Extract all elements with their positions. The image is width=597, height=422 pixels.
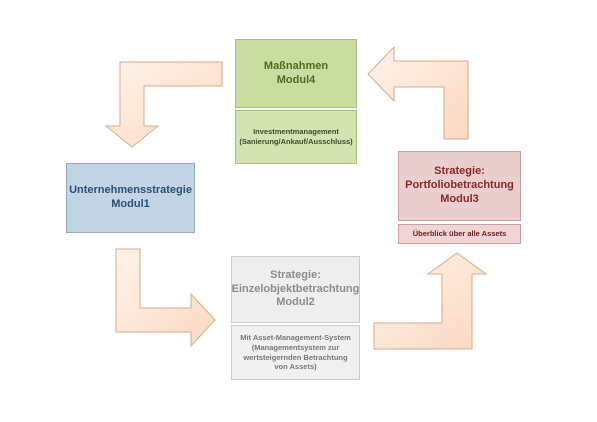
modul4-box: Maßnahmen Modul4 [235, 39, 357, 108]
modul1-box: Unternehmensstrategie Modul1 [66, 163, 195, 233]
modul4-detail-box: Investmentmanagement (Sanierung/Ankauf/A… [235, 110, 357, 164]
arrow-modul2-to-modul3 [373, 252, 488, 350]
modul1-title: Unternehmensstrategie [69, 184, 192, 197]
modul2-title-line2: Einzelobjektbetrachtung [231, 282, 360, 295]
modul2-box: Strategie: Einzelobjektbetrachtung Modul… [231, 256, 360, 323]
modul2-name: Modul2 [276, 296, 315, 309]
modul3-title-line1: Strategie: [434, 165, 485, 178]
modul3-detail: Überblick über alle Assets [412, 229, 507, 239]
modul3-name: Modul3 [440, 192, 479, 205]
modul3-box: Strategie: Portfoliobetrachtung Modul3 [398, 151, 521, 221]
modul4-title: Maßnahmen [263, 59, 329, 72]
modul2-detail: Mit Asset-Management-System (Managements… [240, 333, 351, 372]
modul3-detail-box: Überblick über alle Assets [398, 224, 521, 244]
modul2-detail-box: Mit Asset-Management-System (Managements… [231, 325, 360, 380]
modul1-name: Modul1 [111, 198, 150, 210]
modul2-title-line1: Strategie: [270, 268, 321, 281]
arrow-modul4-to-modul1 [104, 61, 223, 148]
modul4-name: Modul4 [276, 73, 316, 86]
arrow-modul1-to-modul2 [115, 248, 216, 348]
arrow-modul3-to-modul4 [367, 45, 469, 140]
modul4-detail: Investmentmanagement (Sanierung/Ankauf/A… [239, 127, 353, 146]
modul3-title-line2: Portfoliobetrachtung [405, 179, 514, 192]
